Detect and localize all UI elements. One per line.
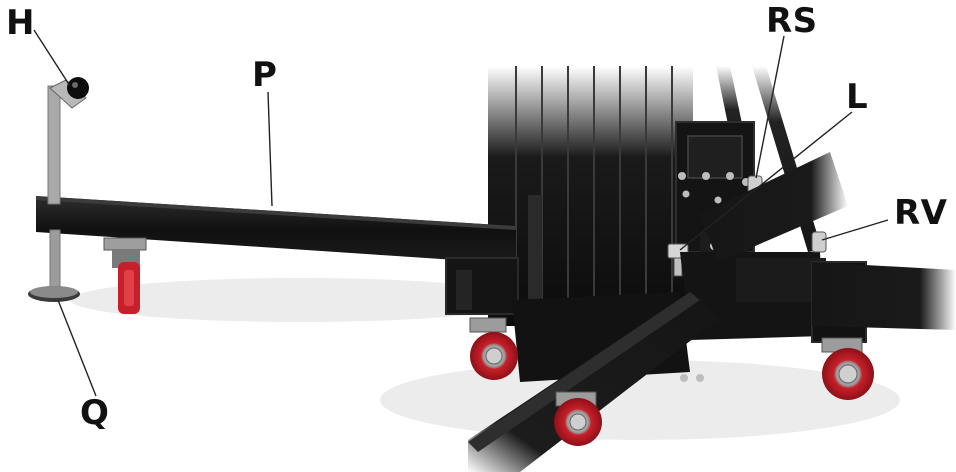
rear-leg-upper	[700, 152, 848, 262]
caster-base-front	[554, 391, 602, 446]
label-rs: RS	[766, 1, 818, 41]
leader-h	[33, 29, 71, 87]
caster-base-right	[821, 337, 874, 400]
label-p: P	[252, 55, 278, 95]
front-leg-p	[36, 196, 516, 264]
leader-lines	[33, 29, 889, 397]
leader-q	[57, 299, 97, 397]
front-leg-diagonal	[468, 292, 720, 472]
rv-valve	[811, 231, 827, 253]
label-q: Q	[80, 393, 110, 433]
label-l: L	[846, 77, 869, 117]
mast	[488, 66, 693, 326]
leader-rs	[755, 35, 785, 179]
leader-l	[679, 111, 853, 251]
label-rv: RV	[894, 193, 948, 233]
rear-leg-right	[812, 262, 956, 330]
lower-bolts	[680, 374, 704, 382]
handle-knob	[49, 77, 89, 109]
label-h: H	[6, 3, 35, 43]
leg-socket	[445, 257, 519, 315]
stabilizer-jack	[28, 85, 80, 302]
caster-front-left	[103, 237, 147, 314]
caster-base-left	[469, 317, 518, 380]
leader-p	[267, 91, 273, 207]
leader-rv	[821, 219, 889, 241]
